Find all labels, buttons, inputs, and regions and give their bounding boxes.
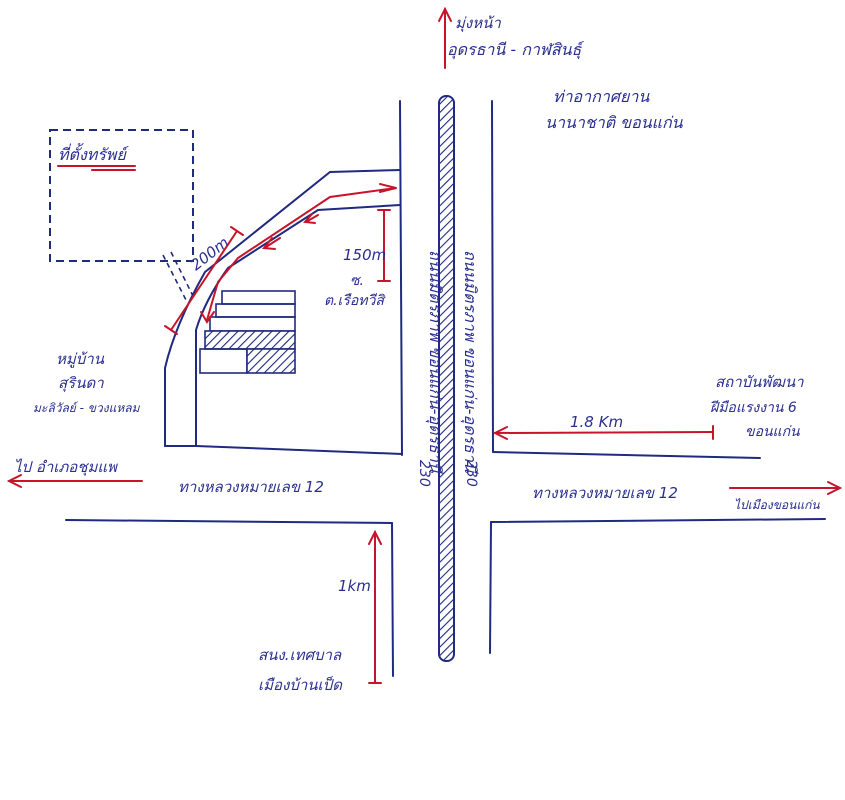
highway12-north-edge-east <box>492 451 761 459</box>
stadium-label-2: ฝีมือแรงงาน 6 <box>710 400 797 416</box>
north-direction-label-2: อุดรธานี - กาฬสินธุ์ <box>447 40 584 60</box>
road-230-east-label: ถนนมิตรภาพ ขอนแก่น-อุดรธานี <box>460 250 480 474</box>
property-boundary <box>49 129 194 262</box>
south-label-1: สนง.เทศบาล <box>258 646 342 664</box>
east-arrow <box>729 481 843 495</box>
highway12-south-edge-east <box>490 518 826 523</box>
road-230-west-edge-south <box>391 522 394 677</box>
south-label-2: เมืองบ้านเป็ด <box>258 676 343 694</box>
property-label: ที่ตั้งทรัพย์ <box>58 143 129 164</box>
soi-outer-edge <box>164 169 401 447</box>
airport-label-2: นานาชาติ ขอนแก่น <box>545 113 684 132</box>
east-direction-label: ไปเมืองขอนแก่น <box>734 498 820 512</box>
dimension-150m <box>377 209 391 282</box>
west-direction-label: ไป อำเภอชุมแพ <box>14 458 118 476</box>
village-label-2: สุรินดา <box>58 374 104 392</box>
soi-name-label-2: ต.เรือทวีสิ <box>324 293 386 309</box>
dimension-1km <box>368 529 382 684</box>
dimension-200m <box>164 226 244 335</box>
stadium-label-1: สถาบันพัฒนา <box>715 373 804 391</box>
village-label-1: หมู่บ้าน <box>56 350 105 368</box>
soi-buildings <box>199 290 296 374</box>
road-230-west-edge-north <box>399 100 403 456</box>
west-arrow <box>6 474 143 488</box>
dimension-1-8km <box>492 425 714 440</box>
property-dash-link-2 <box>170 251 194 297</box>
distance-1-8km-label: 1.8 Km <box>570 413 623 431</box>
highway-230-median <box>438 95 455 662</box>
highway12-south-edge-west <box>65 519 393 524</box>
road-230-east-edge-north <box>491 100 494 453</box>
route-arrows <box>200 183 397 324</box>
soi-name-label-1: ซ. <box>350 273 364 289</box>
road-230-east-edge-south <box>489 521 492 654</box>
highway12-east-label: ทางหลวงหมายเลข 12 <box>532 484 678 502</box>
stadium-label-3: ขอนแก่น <box>745 424 800 440</box>
road-230-west-label: ถนนมิตรภาพ ขอนแก่น-อุดรธานี <box>425 250 445 474</box>
distance-150m-label: 150m <box>343 246 386 264</box>
airport-label-1: ท่าอากาศยาน <box>553 87 650 106</box>
road-230-number-east: 230 <box>463 460 479 487</box>
soi-inner-edge <box>195 204 401 447</box>
north-direction-label-1: มุ่งหน้า <box>455 14 501 32</box>
road-230-number-west: 230 <box>416 460 432 487</box>
highway12-north-edge-west-b <box>195 445 403 455</box>
north-arrow <box>438 6 452 69</box>
highway12-west-label: ทางหลวงหมายเลข 12 <box>178 478 324 496</box>
village-label-3: มะลิวัลย์ - ขวงแหลม <box>33 401 141 415</box>
distance-1km-label: 1km <box>338 577 371 595</box>
